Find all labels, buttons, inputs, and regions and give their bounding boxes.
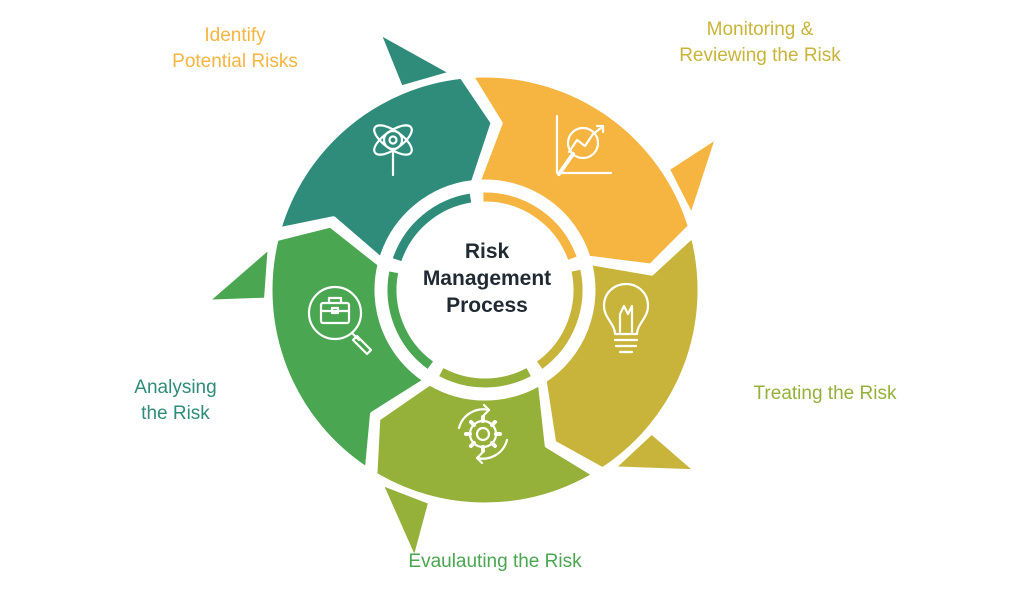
cycle-segment (267, 222, 429, 473)
gear-cycle-icon (457, 403, 509, 465)
inner-ring-arc (536, 269, 583, 369)
cycle-pointer (212, 251, 268, 300)
center-title-line: Management (422, 267, 552, 290)
step-label-line: Analysing (134, 377, 217, 398)
step-label-analysing: Analysing the Risk (108, 375, 243, 427)
cycle-segment (276, 73, 496, 263)
center-title-line: Process (446, 294, 528, 317)
cycle-pointer (382, 36, 447, 86)
cycle-pointer (618, 435, 691, 470)
step-label-line: Potential Risks (172, 51, 298, 72)
inner-ring-arc (392, 193, 472, 262)
inner-ring-arc (387, 271, 434, 369)
step-label-treating: Treating the Risk (730, 381, 920, 407)
step-label-evaluating: Evaulauting the Risk (380, 549, 610, 575)
inner-ring-arc (483, 192, 577, 260)
cycle-pointer (670, 141, 714, 211)
inner-ring-arc (439, 368, 531, 388)
inner-ring (387, 192, 583, 388)
center-title-line: Risk (464, 240, 510, 263)
step-label-monitoring: Monitoring & Reviewing the Risk (650, 17, 870, 69)
cycle-pointers (212, 36, 714, 554)
briefcase-search-icon (307, 285, 373, 356)
step-label-identify: Identify Potential Risks (150, 23, 320, 75)
step-label-line: Identify (204, 25, 266, 46)
chart-magnifier-icon (555, 114, 613, 176)
light-bulb-icon (602, 282, 650, 354)
cycle-pointer (384, 486, 428, 554)
step-label-line: Evaulauting the Risk (408, 551, 582, 572)
step-label-line: the Risk (141, 403, 210, 424)
cycle-segment (372, 380, 598, 508)
risk-target-search-icon (373, 124, 413, 177)
step-label-line: Reviewing the Risk (679, 45, 841, 66)
step-label-line: Monitoring & (706, 19, 814, 40)
cycle-segment (468, 72, 693, 269)
center-title: Risk Management Process (402, 238, 572, 319)
step-label-line: Treating the Risk (753, 383, 897, 404)
